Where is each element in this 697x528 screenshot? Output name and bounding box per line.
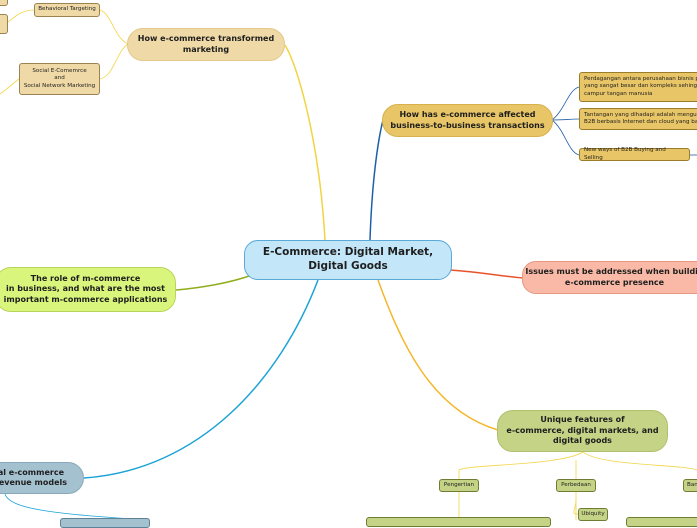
branch-unique-features[interactable]: Unique features of e-commerce, digital m… [497,410,668,452]
link-b2b-3 [551,119,580,156]
topic-perbedaan[interactable]: Perbedaan [556,479,596,492]
link-b2b-2 [551,118,580,121]
link-social [99,43,129,80]
topic-offscreen-left-1[interactable] [0,0,8,6]
topic-pengertian[interactable]: Pengertian [439,479,479,492]
topic-ubiquity[interactable]: Ubiquity [578,508,608,521]
link-behavioral-left [7,9,35,23]
branch-b2b-transactions[interactable]: How has e-commerce affected business-to-… [382,104,553,137]
branch-revenue-models[interactable]: al e-commerce revenue models [0,462,84,494]
topic-pengertian-detail[interactable] [366,517,551,527]
link-unique [377,279,499,431]
branch-transformed-marketing[interactable]: How e-commerce transformed marketing [127,28,285,61]
link-b2b [369,119,384,241]
link-transformed [284,44,326,241]
topic-b2b-tantangan[interactable]: Tantangan yang dihadapi adalah mengub B2… [579,108,697,130]
link-b2b-1 [551,86,580,121]
link-issues [449,269,524,279]
link-revenue-sub [4,493,146,520]
topic-ban[interactable]: Ban [683,479,697,492]
central-topic[interactable]: E-Commerce: Digital Market, Digital Good… [244,240,452,280]
topic-ban-detail[interactable] [626,517,697,527]
branch-mcommerce-role[interactable]: The role of m-commerce in business, and … [0,267,176,312]
topic-b2b-new-ways[interactable]: New ways of B2B Buying and Selling [579,147,690,161]
link-ubiquity [573,499,579,515]
topic-behavioral-targeting[interactable]: Behavioral Targeting [34,3,100,17]
topic-b2b-perdagangan[interactable]: Perdagangan antara perusahaan bisnis p y… [579,72,697,102]
link-unique-bar [458,451,697,471]
topic-offscreen-left-2[interactable] [0,14,8,34]
link-revenue [83,279,319,479]
branch-issues-ecommerce-presence[interactable]: Issues must be addressed when buildin e-… [522,261,697,294]
link-social-left [0,78,20,95]
topic-social-ecommerce[interactable]: Social E-Comemrce and Social Network Mar… [19,63,100,95]
link-mcommerce [175,274,253,291]
link-behavioral [99,9,129,45]
